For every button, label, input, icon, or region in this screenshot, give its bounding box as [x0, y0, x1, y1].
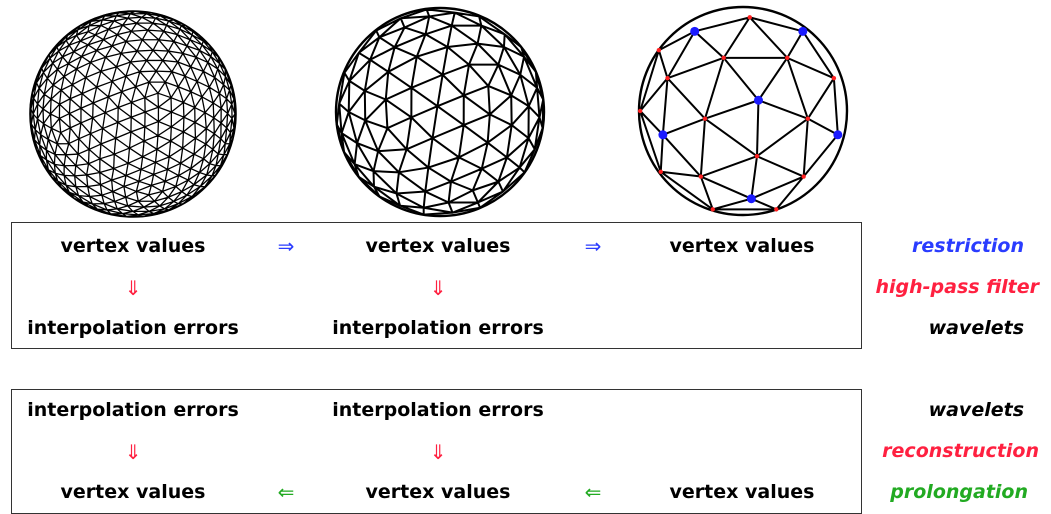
- bottom-vertex-values-3: vertex values: [669, 481, 815, 503]
- medium-mesh-sphere: [334, 6, 546, 218]
- fine-vertex-node: [754, 154, 760, 159]
- fine-vertex-node: [710, 207, 715, 212]
- mesh-edges: [335, 8, 545, 216]
- fine-vertex-node: [747, 15, 752, 20]
- top-interpolation-errors-2: interpolation errors: [332, 317, 544, 339]
- label-wavelets-top: wavelets: [928, 317, 1024, 339]
- reconstruction-arrow-1: ⇓: [124, 440, 142, 464]
- fine-vertex-node: [637, 108, 643, 114]
- top-vertex-values-3: vertex values: [669, 235, 815, 257]
- coarse-vertex-node: [753, 95, 763, 105]
- fine-vertex-node: [831, 75, 837, 81]
- label-prolongation: prolongation: [890, 481, 1028, 503]
- coarse-vertex-node: [833, 130, 843, 140]
- mesh-outline: [334, 6, 546, 218]
- bottom-interpolation-errors-1: interpolation errors: [27, 399, 239, 421]
- label-high-pass-filter: high-pass filter: [875, 276, 1039, 298]
- fine-vertex-node: [721, 55, 726, 61]
- prolongation-arrow-2: ⇐: [584, 480, 602, 504]
- coarse-vertex-node: [746, 194, 756, 204]
- fine-vertex-node: [774, 207, 779, 212]
- top-vertex-values-1: vertex values: [60, 235, 206, 257]
- fine-vertex-node: [658, 169, 663, 174]
- fine-mesh-sphere: [29, 10, 237, 218]
- fine-vertex-node: [656, 48, 662, 53]
- mesh-edges: [639, 16, 839, 211]
- reconstruction-arrow-2: ⇓: [429, 440, 447, 464]
- filter-arrow-1: ⇓: [124, 276, 142, 300]
- mesh-outline: [637, 5, 849, 217]
- filter-arrow-2: ⇓: [429, 276, 447, 300]
- coarse-vertex-node: [798, 26, 808, 36]
- bottom-interpolation-errors-2: interpolation errors: [332, 399, 544, 421]
- fine-vertex-node: [805, 116, 811, 121]
- top-interpolation-errors-1: interpolation errors: [27, 317, 239, 339]
- top-vertex-values-2: vertex values: [365, 235, 511, 257]
- restriction-arrow-1: ⇒: [277, 234, 295, 258]
- bottom-vertex-values-1: vertex values: [60, 481, 206, 503]
- fine-vertex-node: [801, 174, 806, 179]
- mesh-outline: [29, 10, 237, 218]
- label-wavelets-bottom: wavelets: [928, 399, 1024, 421]
- prolongation-arrow-1: ⇐: [277, 480, 295, 504]
- label-restriction: restriction: [912, 235, 1024, 257]
- fine-vertex-node: [665, 75, 670, 81]
- coarse-vertex-node: [658, 130, 668, 140]
- fine-vertex-node: [702, 116, 708, 121]
- restriction-box: [11, 222, 862, 349]
- fine-vertex-node: [785, 55, 790, 61]
- mesh-edges: [29, 10, 237, 218]
- bottom-vertex-values-2: vertex values: [365, 481, 511, 503]
- restriction-arrow-2: ⇒: [584, 234, 602, 258]
- label-reconstruction: reconstruction: [882, 440, 1039, 462]
- fine-vertex-node: [698, 174, 704, 179]
- coarse-mesh-sphere: [637, 5, 849, 217]
- coarse-vertex-node: [690, 26, 700, 36]
